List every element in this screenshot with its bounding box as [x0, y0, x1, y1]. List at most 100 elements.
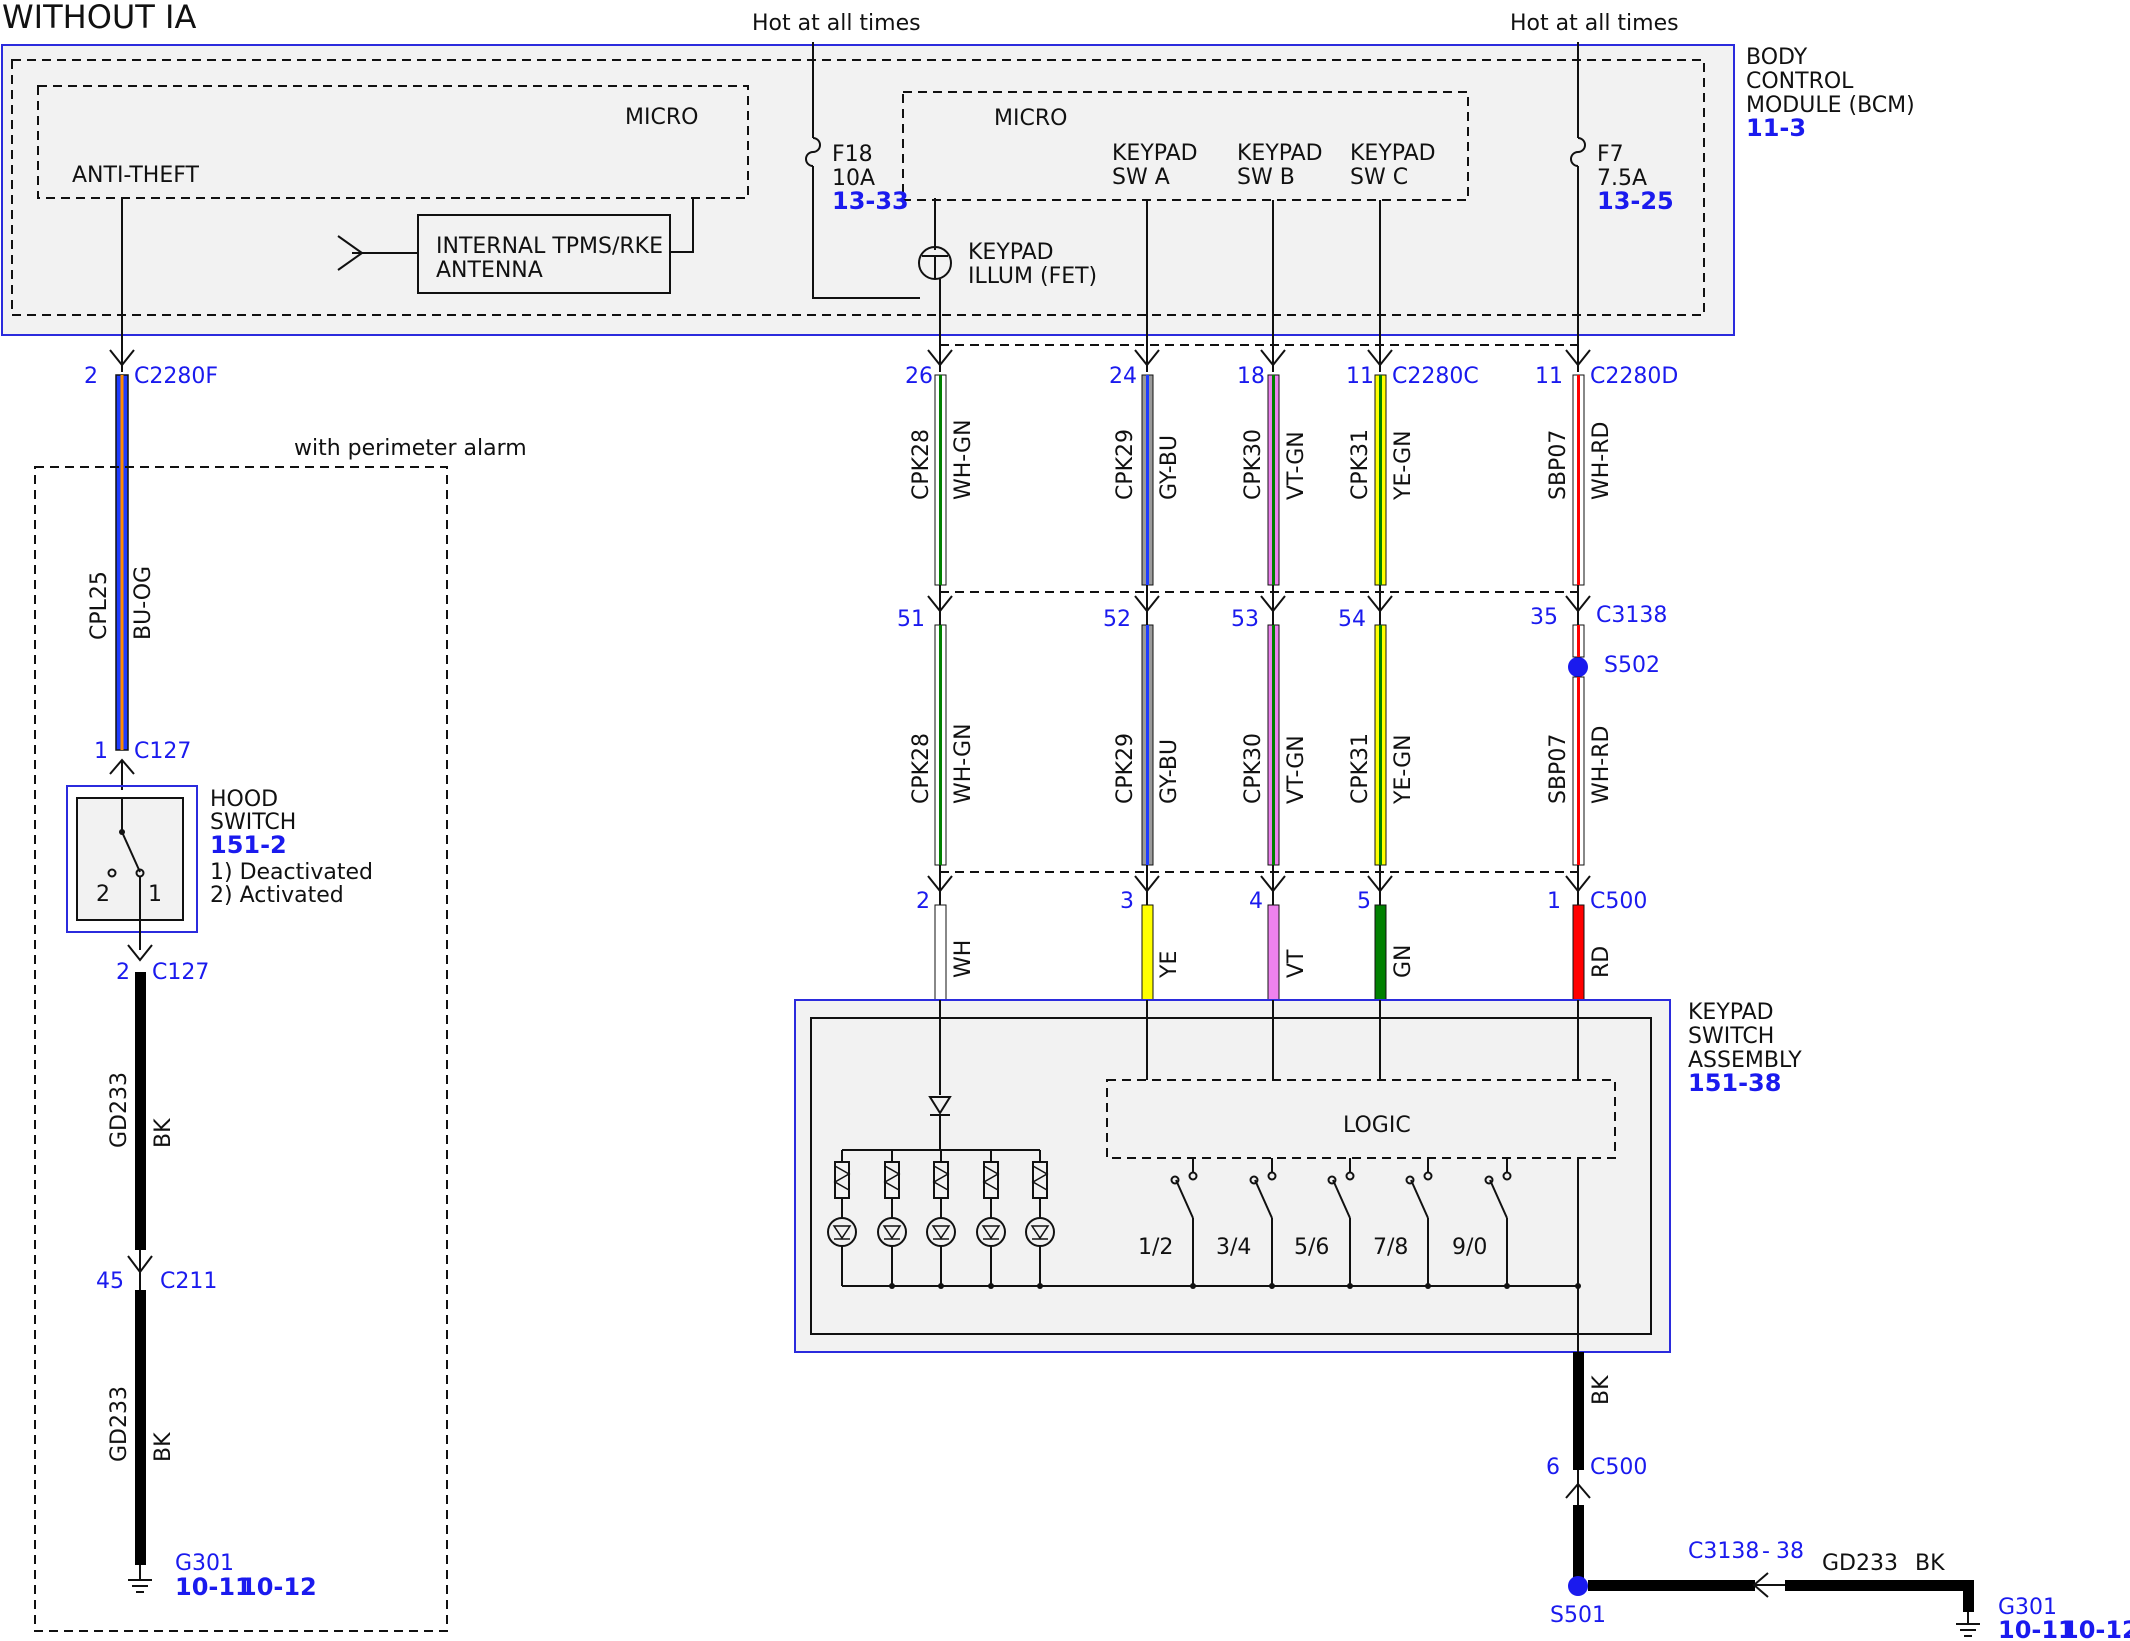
fuse-f7-name: F7: [1597, 142, 1624, 167]
bcm-inner-dashed: [11, 59, 1705, 316]
led-4: [976, 1150, 1006, 1286]
cpk29-middle-circuit: CPK29: [1113, 733, 1138, 804]
fuse-f7-icon: [1570, 137, 1586, 167]
c500-pin-4: 4: [1249, 889, 1263, 914]
keypad-switch-4: [1405, 1158, 1433, 1286]
ye-lower-color: YE: [1157, 951, 1182, 979]
antenna-feed-line: [670, 198, 694, 253]
sbp07-upper-circuit: SBP07: [1546, 430, 1571, 500]
cpl25-circuit: CPL25: [87, 571, 112, 640]
ground-right-icon: [1956, 1623, 1980, 1637]
bcm-ref[interactable]: 11-3: [1746, 114, 1806, 142]
c3138-p54-icon: [1367, 585, 1393, 625]
c2280c-label[interactable]: C2280C: [1392, 364, 1479, 389]
hood-switch-ref[interactable]: 151-2: [210, 831, 287, 859]
c500-pin-2: 2: [916, 889, 930, 914]
bcm-name-l3: MODULE (BCM): [1746, 93, 1915, 118]
cpk31-upper-circuit: CPK31: [1348, 429, 1373, 500]
ye-lower-wire: [1141, 904, 1154, 1001]
keypad-assembly-ref[interactable]: 151-38: [1688, 1069, 1781, 1097]
gd233-right-circuit: GD233: [1822, 1551, 1898, 1576]
c500-pin-1: 1: [1547, 889, 1561, 914]
c127-bottom-label[interactable]: C127: [152, 960, 209, 985]
c2280c-p11-icon: [1367, 349, 1393, 372]
keypad-switch-2: [1249, 1158, 1277, 1286]
hood-switch-inner: [76, 797, 184, 921]
c2280f-pin: 2: [84, 364, 98, 389]
c3138-p35-icon: [1565, 585, 1591, 625]
ground-left-ref2[interactable]: 10-12: [240, 1573, 317, 1601]
hood-switch-pivot: [119, 829, 125, 835]
cpk28-upper-color: WH-GN: [951, 419, 976, 500]
hood-switch-pos2: 2: [96, 882, 110, 907]
c2280c-p18-icon: [1260, 349, 1286, 372]
gd233-right-color: BK: [1915, 1551, 1945, 1576]
hood-switch-contact-1: [135, 868, 145, 878]
bcm-name-l1: BODY: [1746, 45, 1808, 70]
c2280f-label[interactable]: C2280F: [134, 364, 218, 389]
c500b-label[interactable]: C500: [1590, 1455, 1647, 1480]
cpk29-middle-color: GY-BU: [1157, 739, 1182, 804]
fuse-f18-ref[interactable]: 13-33: [832, 187, 909, 215]
cpk30-upper-circuit: CPK30: [1241, 429, 1266, 500]
cpk30-middle-circuit: CPK30: [1241, 733, 1266, 804]
antenna-label-l2: ANTENNA: [436, 258, 543, 283]
keypad-bk-color: BK: [1589, 1375, 1614, 1405]
c3138-pin-35: 35: [1530, 605, 1558, 630]
c3138b-pin: 38: [1776, 1539, 1804, 1564]
c2280c-pin-11: 11: [1346, 364, 1374, 389]
c3138b-label[interactable]: C3138: [1688, 1539, 1759, 1564]
c3138-p53-icon: [1260, 585, 1286, 625]
logic-label: LOGIC: [1343, 1113, 1411, 1138]
c211-label[interactable]: C211: [160, 1269, 217, 1294]
cpk30-middle-color: VT-GN: [1284, 735, 1309, 804]
gd233-lower-color: BK: [151, 1432, 176, 1462]
hot-label-left: Hot at all times: [752, 11, 921, 36]
gn-lower-wire: [1374, 904, 1387, 1001]
antenna-label-l1: INTERNAL TPMS/RKE: [436, 234, 663, 259]
switch-label-5-6: 5/6: [1294, 1235, 1329, 1260]
c500-p2-icon: [927, 865, 953, 905]
c3138-label[interactable]: C3138: [1596, 603, 1667, 628]
micro-left-label: MICRO: [625, 105, 698, 130]
cpk29-upper-color: GY-BU: [1157, 435, 1182, 500]
c2280d-pin-11: 11: [1535, 364, 1563, 389]
c500-p3-icon: [1134, 865, 1160, 905]
keypad-sw-c-l1: KEYPAD: [1350, 141, 1436, 166]
cpl25-color: BU-OG: [131, 566, 156, 640]
keypad-sw-b-l1: KEYPAD: [1237, 141, 1323, 166]
cpk28-middle-color: WH-GN: [951, 723, 976, 804]
c500-to-s501-wire: [1573, 1505, 1584, 1580]
led-5: [1025, 1150, 1055, 1286]
led-2: [877, 1150, 907, 1286]
f18-to-fet-wire: [812, 166, 920, 299]
c500-label[interactable]: C500: [1590, 889, 1647, 914]
switch-5-blade-icon: [1489, 1179, 1508, 1219]
fuse-f7-ref[interactable]: 13-25: [1597, 187, 1674, 215]
gd233-lower-circuit: GD233: [107, 1386, 132, 1462]
s502-label[interactable]: S502: [1604, 653, 1660, 678]
c2280c-pin-26: 26: [905, 364, 933, 389]
c2280c-p24-icon: [1134, 349, 1160, 372]
s501-label[interactable]: S501: [1550, 1603, 1606, 1628]
keypad-switch-5: [1484, 1158, 1512, 1286]
ground-left-ref1[interactable]: 10-11: [175, 1573, 252, 1601]
cpk30-upper-color: VT-GN: [1284, 431, 1309, 500]
c127-top-pin: 1: [94, 739, 108, 764]
cpk31-middle-circuit: CPK31: [1348, 733, 1373, 804]
c127-bottom-pin: 2: [116, 960, 130, 985]
c2280d-label[interactable]: C2280D: [1590, 364, 1678, 389]
c127-top-label[interactable]: C127: [134, 739, 191, 764]
ground-right-ref2[interactable]: 10-12: [2062, 1616, 2130, 1641]
sbp07-middle-circuit: SBP07: [1546, 734, 1571, 804]
sbp07-middle-color: WH-RD: [1589, 726, 1614, 804]
ground-right-ref1[interactable]: 10-11: [1998, 1616, 2075, 1641]
c3138-pin-53: 53: [1231, 607, 1259, 632]
bcm-module-box: [1, 44, 1735, 336]
keypad-illum-l2: ILLUM (FET): [968, 264, 1097, 289]
wh-lower-color: WH: [951, 940, 976, 978]
keypad-sw-a-l1: KEYPAD: [1112, 141, 1198, 166]
hood-switch-blade-icon: [121, 831, 141, 873]
bcm-name-l2: CONTROL: [1746, 69, 1854, 94]
